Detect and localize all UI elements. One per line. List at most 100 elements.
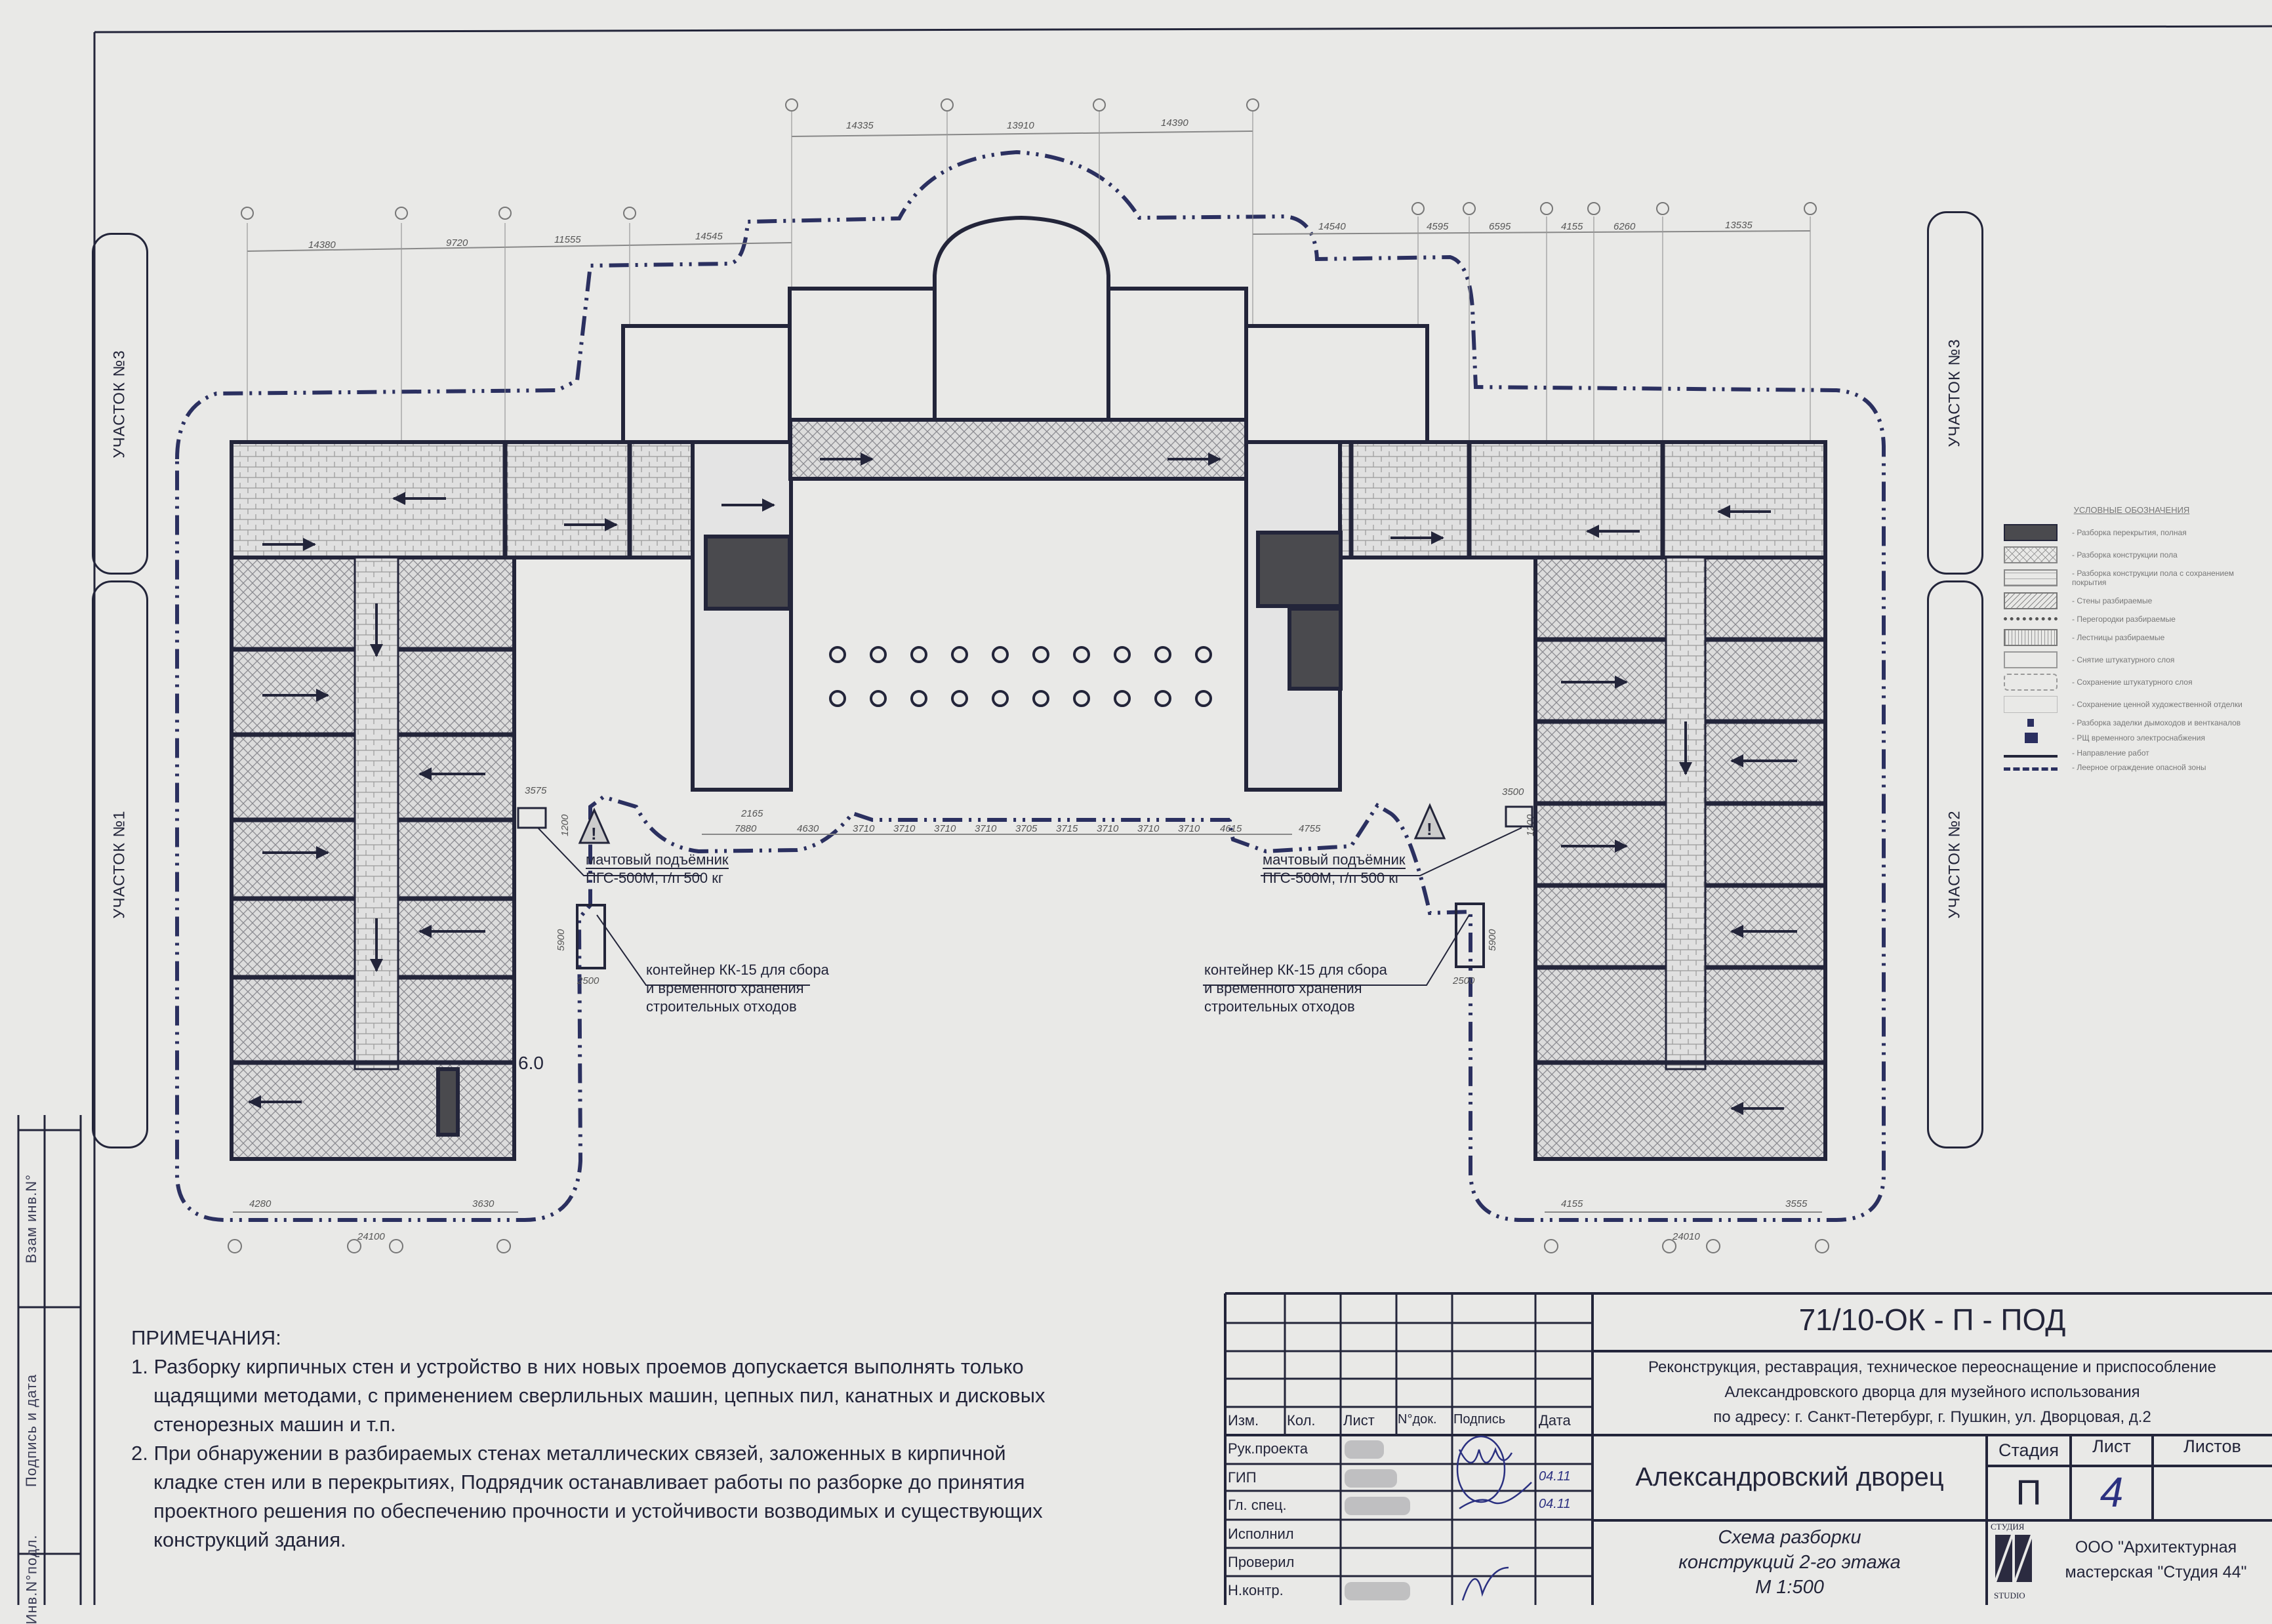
left-annex — [621, 324, 792, 444]
center-gallery — [788, 418, 1248, 481]
col-header-sign: Подпись — [1453, 1412, 1506, 1427]
dim: 14540 — [1318, 221, 1346, 232]
dim: 6260 — [1613, 221, 1636, 232]
dimension-labels-top-center: 14335 13910 14390 — [846, 117, 1188, 131]
column — [1073, 646, 1090, 663]
role-norm-control: Н.контр. — [1228, 1582, 1284, 1598]
sheet-border-top — [94, 25, 2272, 33]
legend-title: УСЛОВНЫЕ ОБОЗНАЧЕНИЯ — [2073, 505, 2190, 515]
legend-item: - РЩ временного электроснабжения — [2004, 733, 2260, 743]
column — [992, 646, 1009, 663]
col-header-list: Лист — [1343, 1412, 1375, 1429]
column — [1195, 690, 1212, 707]
power-panel-icon — [2025, 733, 2038, 743]
column — [1114, 690, 1131, 707]
legend-item: - Направление работ — [2004, 748, 2260, 758]
column — [951, 646, 968, 663]
col-header-izm: Изм. — [1228, 1412, 1259, 1429]
dim: 3630 — [472, 1198, 495, 1209]
column — [1154, 646, 1171, 663]
dim: 3500 — [1502, 786, 1524, 798]
dim: 2500 — [1452, 975, 1475, 986]
dim: 4155 — [1561, 221, 1583, 232]
sector-label-right-top: УЧАСТОК №3 — [1927, 211, 1983, 575]
notes-title: ПРИМЕЧАНИЯ: — [131, 1326, 281, 1349]
arrow-left-icon — [2004, 748, 2058, 758]
partitions-swatch — [2004, 617, 2058, 621]
col-header-kol: Кол. — [1287, 1412, 1316, 1429]
dim: 2165 — [740, 808, 763, 819]
dim: 13535 — [1725, 220, 1753, 231]
sector-label-left-top: УЧАСТОК №3 — [92, 233, 148, 575]
dimension-labels-top-right: 14540 4595 6595 4155 6260 13535 — [1318, 220, 1753, 232]
role-executor: Исполнил — [1228, 1526, 1294, 1542]
dim: 11555 — [554, 234, 581, 245]
hazard-zone-width: 6.0 — [518, 1053, 544, 1073]
sheet-number: 4 — [2100, 1469, 2124, 1516]
dim: 3715 — [1056, 823, 1078, 834]
dim: 4755 — [1299, 823, 1321, 834]
legend-item: - Лестницы разбираемые — [2004, 629, 2260, 646]
col-header-date: Дата — [1539, 1412, 1571, 1429]
left-link-pavilion — [691, 440, 793, 792]
sector-label-right-bottom: УЧАСТОК №2 — [1927, 580, 1983, 1148]
dim: 1200 — [559, 814, 571, 836]
notes: ПРИМЕЧАНИЯ: 1. Разборку кирпичных стен и… — [131, 1324, 1045, 1554]
dim: 3710 — [1137, 823, 1160, 834]
stairs-swatch — [2004, 629, 2058, 646]
dim: 3710 — [975, 823, 997, 834]
dim: 3710 — [893, 823, 916, 834]
colonnade — [829, 646, 1212, 707]
column — [910, 646, 927, 663]
legend-item: - Разборка конструкции пола — [2004, 546, 2260, 563]
mast-hoist-left — [517, 807, 547, 829]
dimension-labels-bottom: 4280 3630 24100 4155 3555 24010 — [249, 1198, 1808, 1242]
dim: 5900 — [556, 929, 567, 951]
dimension-lines — [233, 131, 1822, 1213]
work-direction-arrows — [248, 453, 1797, 1115]
legend: УСЛОВНЫЕ ОБОЗНАЧЕНИЯ - Разборка перекрыт… — [2004, 505, 2260, 777]
dim: 5900 — [1487, 929, 1498, 951]
svg-text:!: ! — [1427, 819, 1432, 839]
legend-item: - Разборка заделки дымоходов и вентканал… — [2004, 718, 2260, 727]
role-chief-engineer: ГИП — [1228, 1469, 1257, 1486]
column — [1195, 646, 1212, 663]
title-block-grid — [1224, 1292, 2272, 1605]
dim: 3555 — [1785, 1198, 1808, 1209]
legend-item: - Разборка перекрытия, полная — [2004, 524, 2260, 541]
decor-keep-swatch — [2004, 696, 2058, 713]
dim: 1200 — [1525, 814, 1536, 836]
drawing-code: 71/10-ОК - П - ПОД — [1798, 1303, 2066, 1337]
dim: 14545 — [695, 231, 723, 242]
object-name: Александровский дворец — [1635, 1463, 1944, 1492]
note-2-line: кладке стен или в перекрытиях, Подрядчик… — [153, 1471, 1025, 1493]
dim: 4155 — [1561, 1198, 1583, 1209]
blurred-names — [1345, 1440, 1410, 1600]
full-slab-demolition-area — [1256, 531, 1343, 608]
note-2: 2. При обнаружении в разбираемых стенах … — [131, 1442, 1006, 1465]
dim: 3710 — [853, 823, 875, 834]
waste-container-left — [576, 904, 606, 969]
dim: 3705 — [1015, 823, 1038, 834]
walls-demolition-swatch — [2004, 592, 2058, 609]
column — [1154, 690, 1171, 707]
column — [992, 690, 1009, 707]
floor-demolition-swatch — [2004, 546, 2058, 563]
column — [1032, 646, 1049, 663]
dim: 2500 — [577, 975, 599, 986]
margin-stamp-lines — [17, 1115, 82, 1605]
dim: 4595 — [1427, 221, 1449, 232]
dim: 24010 — [1672, 1231, 1700, 1242]
warning-icon: ! — [578, 807, 611, 844]
warning-icon: ! — [1413, 803, 1446, 840]
stamp-original-inv: Инв.N°подл. — [23, 1534, 39, 1624]
col-header-doc: N°док. — [1398, 1412, 1437, 1427]
dim: 14335 — [846, 120, 874, 131]
rotunda — [933, 215, 1110, 422]
stage-label: Стадия — [1998, 1440, 2059, 1460]
studio-44-logo — [1994, 1534, 2033, 1583]
column — [951, 690, 968, 707]
